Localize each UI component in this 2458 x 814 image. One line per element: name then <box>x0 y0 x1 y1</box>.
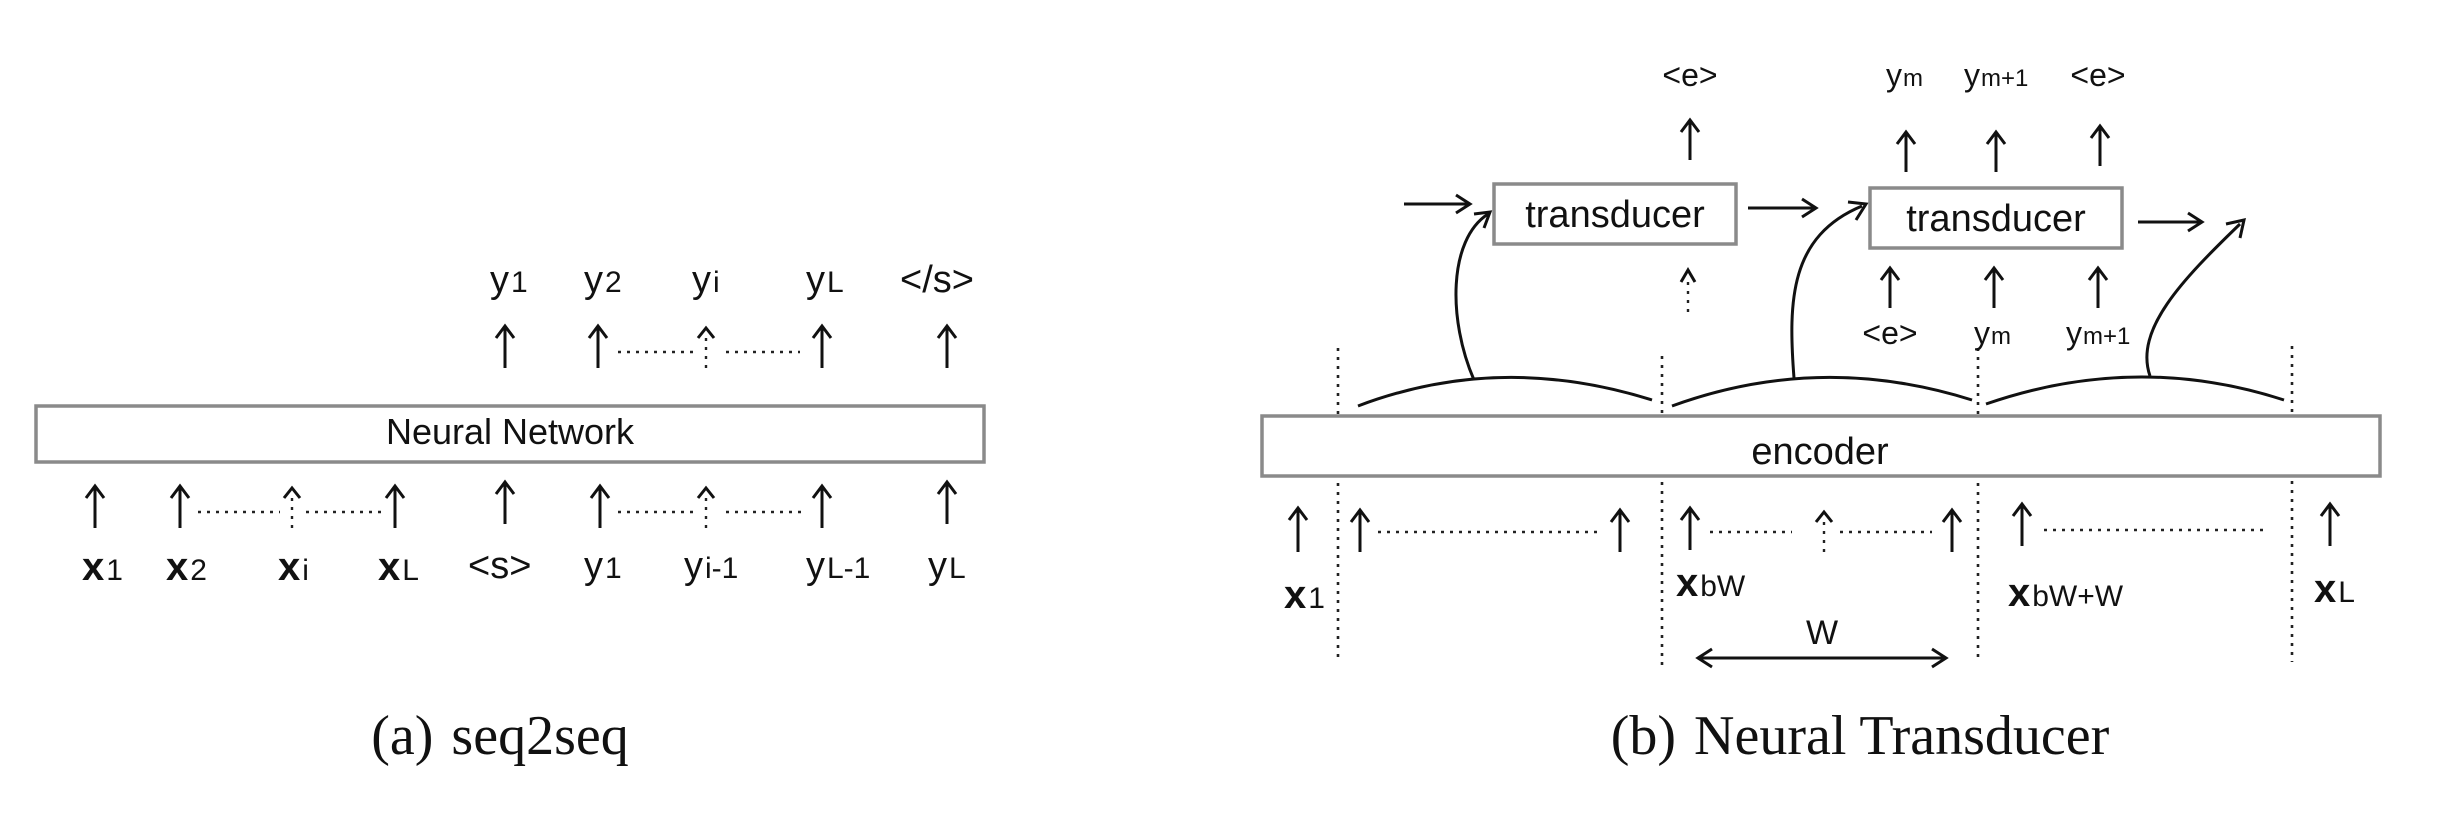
a-input-y1: y1 <box>584 545 622 587</box>
a-input-xi: xi <box>278 545 309 589</box>
a-input-x2: x2 <box>166 545 207 589</box>
panel-a-output-arrows <box>494 323 958 368</box>
panel-b-input-arrows <box>1287 501 2341 552</box>
b-input-xbW+W: xbW+W <box>2008 571 2124 615</box>
block-separators <box>1336 346 2294 668</box>
a-input-yL: yL <box>928 545 966 587</box>
t2-input-arrows <box>1879 265 2109 308</box>
encoder-label: encoder <box>1751 431 1889 473</box>
transducer-state-arrows <box>1404 193 2205 233</box>
t2-output-arrows <box>1895 123 2111 172</box>
a-output-end-token: </s> <box>900 259 974 301</box>
a-output-yi: yi <box>692 259 720 301</box>
t2-output-ym1: ym+1 <box>1964 57 2028 93</box>
t1-output-arrow <box>1679 117 1701 133</box>
a-output-yL: yL <box>806 259 844 301</box>
t2-input-ym1: ym+1 <box>2066 315 2130 351</box>
encoder-box <box>1260 414 2382 478</box>
a-input-x1: x1 <box>82 545 123 589</box>
b-input-x1: x1 <box>1284 573 1325 617</box>
a-input-yL-1: yL-1 <box>806 545 870 587</box>
window-width-indicator <box>1695 647 1949 669</box>
encoder-to-transducer-arrows <box>1454 200 2246 381</box>
t1-input-dotted-arrow <box>1679 267 1697 283</box>
panel-a-input-arrows <box>84 479 958 528</box>
t1-output-eos-token: <e> <box>1662 57 1717 93</box>
b-input-xL: xL <box>2314 567 2355 611</box>
caption-b: (b)Neural Transducer <box>1611 705 2110 767</box>
a-output-y2: y2 <box>584 259 622 301</box>
window-label: W <box>1806 614 1838 652</box>
transducer-label-1: transducer <box>1525 194 1705 236</box>
t2-output-eos-token: <e> <box>2070 57 2125 93</box>
a-input-yi-1: yi-1 <box>684 545 738 587</box>
transducer-label-2: transducer <box>1906 198 2086 240</box>
t2-output-ym: ym <box>1886 57 1923 93</box>
neural-network-box <box>34 404 986 464</box>
t2-input-eos-token: <e> <box>1862 315 1917 351</box>
a-input-start-token: <s> <box>468 545 531 587</box>
t2-input-ym: ym <box>1974 315 2011 351</box>
encoder-block-curves <box>1357 375 2285 408</box>
neural-network-label: Neural Network <box>386 411 635 452</box>
panel-b-neural-transducer: encoder transducer transducer <box>1260 57 2382 767</box>
panel-a-seq2seq: Neural Network x1 <box>34 259 986 767</box>
a-output-y1: y1 <box>490 259 528 301</box>
b-input-xbW: xbW <box>1676 561 1746 605</box>
caption-a: (a)seq2seq <box>371 705 628 767</box>
transducer-box-2 <box>1868 186 2124 250</box>
a-input-xL: xL <box>378 545 419 589</box>
transducer-box-1 <box>1492 182 1738 246</box>
